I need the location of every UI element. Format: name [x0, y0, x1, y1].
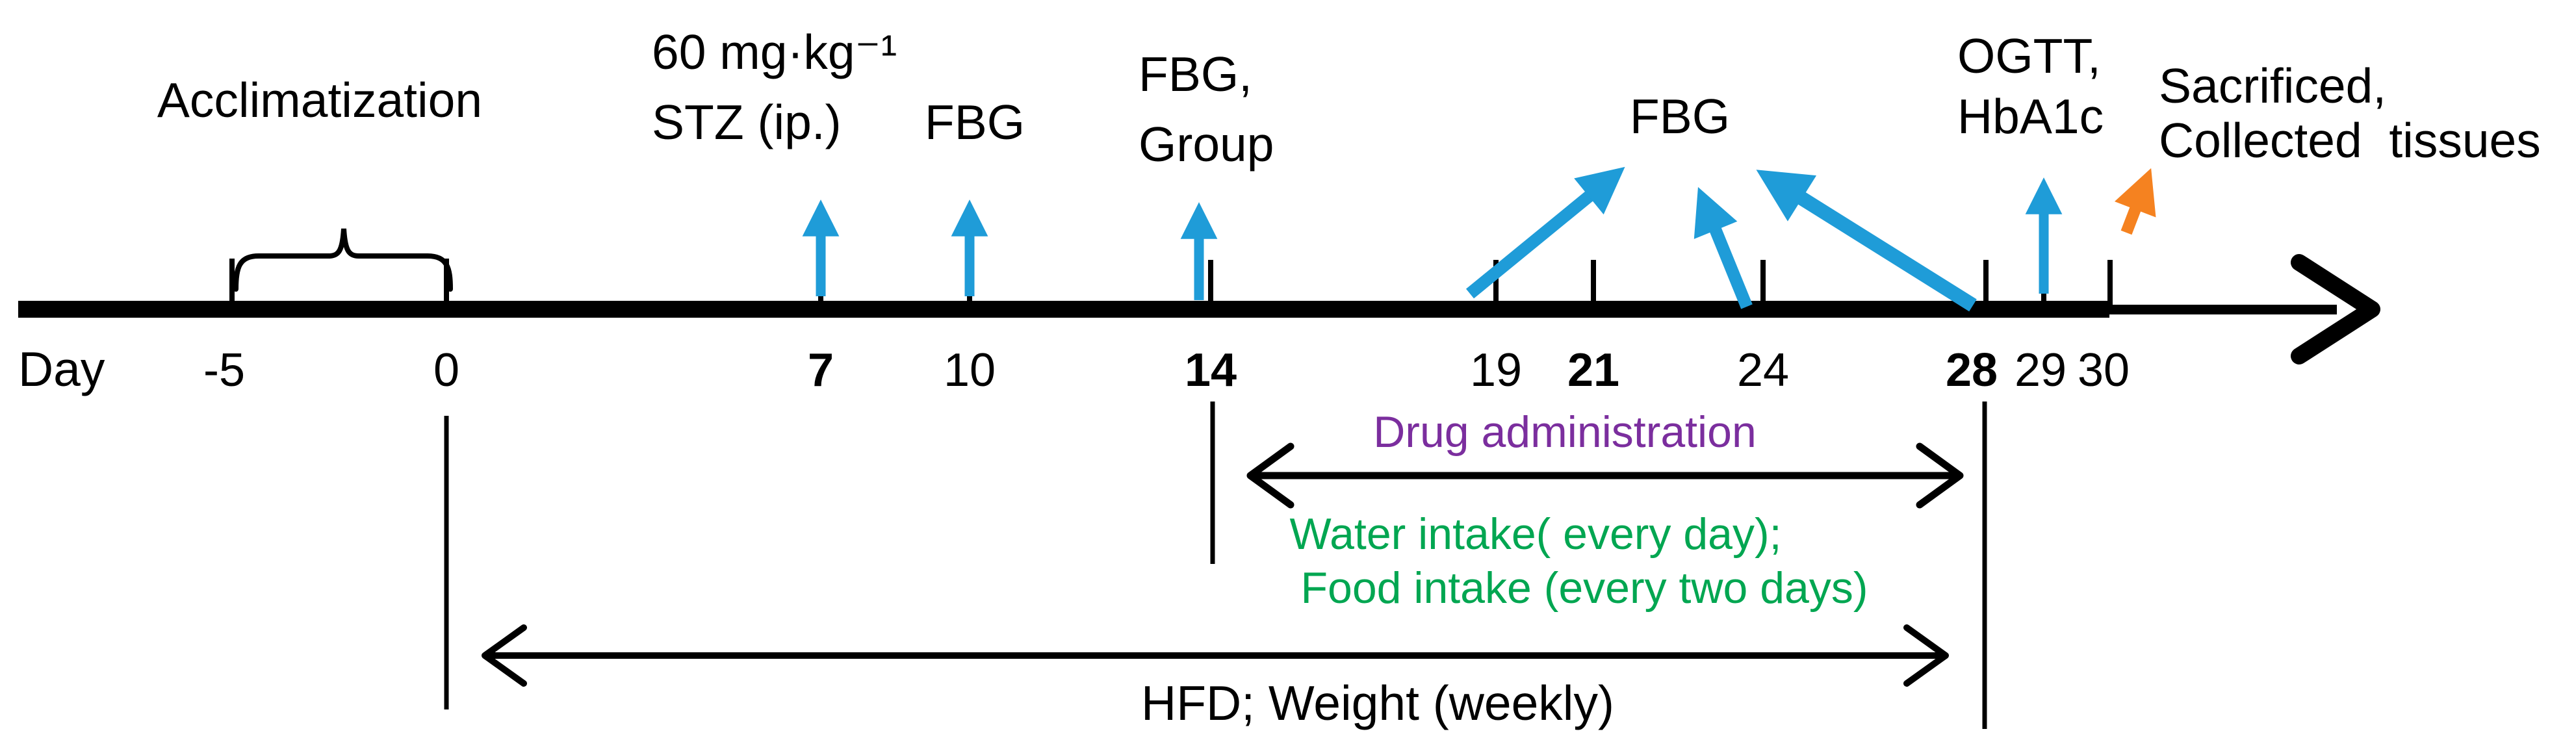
ogtt-label-line2: HbA1c	[1957, 89, 2104, 144]
day-label-24: 24	[1737, 344, 1789, 396]
acclimatization-brace-icon	[233, 228, 453, 292]
drug-administration-span-arrow-icon	[1246, 442, 1964, 509]
water-intake-label: Water intake( every day);	[1289, 509, 1781, 559]
drug-administration-label: Drug administration	[1373, 407, 1757, 457]
axis-prefix-label: Day	[18, 342, 105, 396]
day-label-7: 7	[808, 344, 834, 396]
timeline-bar-thin-end	[2106, 305, 2337, 314]
stz-dose-label: 60 mg·kg⁻¹	[652, 25, 897, 79]
hfd-span-arrow-icon	[482, 624, 1949, 687]
day-label-30: 30	[2078, 344, 2130, 396]
day-label-21: 21	[1567, 344, 1619, 396]
fbg-arrow-from-day28-icon	[1756, 170, 1977, 312]
fbg-arrow-from-day19-icon	[1465, 166, 1625, 299]
ogtt-label-line1: OGTT,	[1957, 29, 2101, 83]
day-label-10: 10	[944, 344, 996, 396]
fbg-group-label-line2: Group	[1139, 117, 1274, 172]
food-intake-label: Food intake (every two days)	[1300, 563, 1868, 613]
sacrifice-arrow-icon	[2114, 168, 2156, 235]
sacrifice-label-line2: Collected tissues	[2159, 113, 2541, 168]
stz-route-label: STZ (ip.)	[652, 95, 842, 149]
fbg-group-label-line1: FBG,	[1139, 47, 1252, 101]
day-label-0: 0	[433, 344, 459, 396]
hfd-weight-label: HFD; Weight (weekly)	[1141, 676, 1614, 730]
fbg-day10-label: FBG	[925, 95, 1025, 149]
timeline-arrowhead-icon	[2291, 254, 2380, 364]
acclimatization-label: Acclimatization	[157, 73, 482, 127]
fbg-arrow-from-day24-icon	[1694, 186, 1753, 309]
day-label-19: 19	[1470, 344, 1522, 396]
day-ticks	[229, 259, 2113, 305]
timeline-bar	[18, 301, 2109, 318]
day-label-minus-5: -5	[203, 344, 245, 396]
sacrifice-label-line1: Sacrificed,	[2159, 58, 2386, 113]
fbg-mid-label: FBG	[1630, 89, 1730, 144]
day-label-14: 14	[1185, 344, 1237, 396]
day-label-28: 28	[1946, 344, 1998, 396]
day-label-29: 29	[2015, 344, 2067, 396]
